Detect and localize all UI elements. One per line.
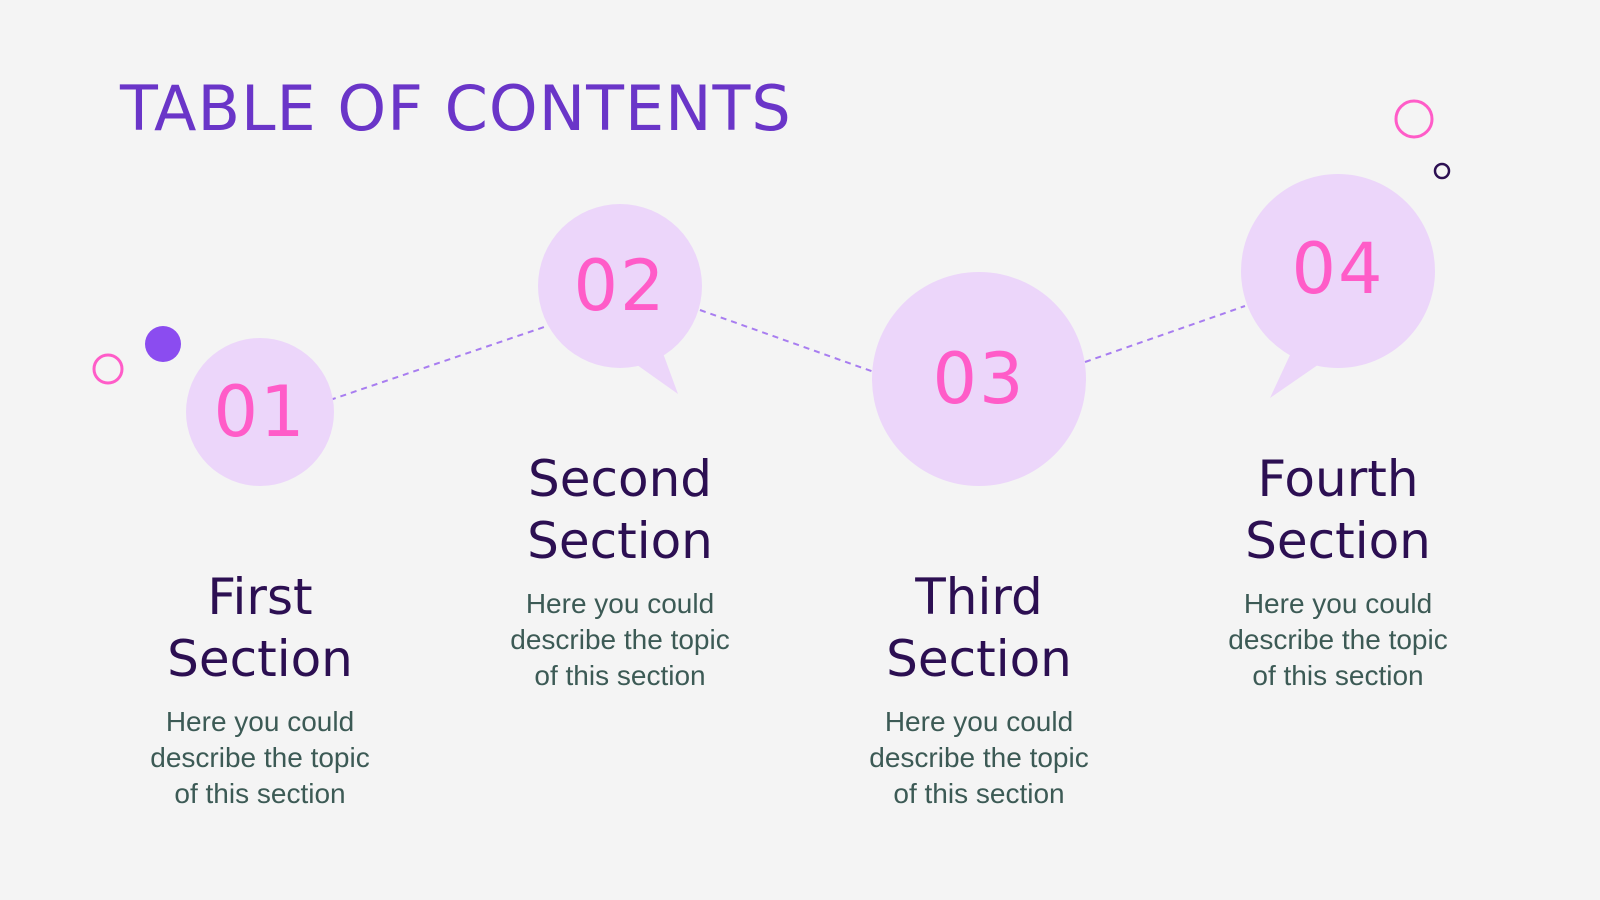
section-heading-3-line1: Third — [915, 568, 1043, 626]
section-heading-1-line1: First — [207, 568, 313, 626]
section-heading-2-line1: Second — [527, 450, 712, 508]
decor-pink-ring-right — [1394, 99, 1434, 139]
section-desc-2-line1: Here you could — [525, 588, 715, 619]
section-desc-4-line1: Here you could — [1243, 588, 1433, 619]
section-desc-2-line2: describe the topic — [510, 624, 730, 655]
bubble-1 — [186, 338, 334, 486]
section-heading-1: First Section — [110, 566, 410, 690]
bubble-4-tail — [1270, 355, 1325, 398]
section-heading-2-line2: Section — [527, 512, 713, 570]
section-desc-4-line3: of this section — [1252, 660, 1424, 691]
connector-line-2-3 — [699, 309, 875, 373]
bubble-2 — [538, 204, 702, 368]
page-title: TABLE OF CONTENTS — [120, 72, 792, 145]
section-desc-1-line1: Here you could — [165, 706, 355, 737]
section-desc-1-line3: of this section — [174, 778, 346, 809]
section-number-4: 04 — [1291, 228, 1385, 310]
section-heading-3: Third Section — [829, 566, 1129, 690]
section-desc-3-line2: describe the topic — [869, 742, 1089, 773]
connector-line-3-4 — [1084, 305, 1246, 363]
section-number-2: 02 — [573, 245, 667, 327]
section-desc-4: Here you could describe the topic of thi… — [1188, 586, 1488, 694]
section-desc-1-line2: describe the topic — [150, 742, 370, 773]
section-heading-2: Second Section — [470, 448, 770, 572]
section-heading-4-line2: Section — [1245, 512, 1431, 570]
connector-line-1-2 — [329, 324, 551, 401]
section-desc-3-line1: Here you could — [884, 706, 1074, 737]
section-desc-1: Here you could describe the topic of thi… — [110, 704, 410, 812]
decor-pink-ring-left — [92, 353, 124, 385]
decor-dark-ring — [1433, 162, 1451, 180]
section-desc-4-line2: describe the topic — [1228, 624, 1448, 655]
section-desc-2: Here you could describe the topic of thi… — [470, 586, 770, 694]
section-heading-4: Fourth Section — [1188, 448, 1488, 572]
bubble-3 — [872, 272, 1086, 486]
section-heading-3-line2: Section — [886, 630, 1072, 688]
section-desc-2-line3: of this section — [534, 660, 706, 691]
section-heading-1-line2: Section — [167, 630, 353, 688]
section-number-3: 03 — [932, 338, 1026, 420]
section-desc-3: Here you could describe the topic of thi… — [829, 704, 1129, 812]
bubble-4 — [1241, 174, 1435, 368]
section-heading-4-line1: Fourth — [1257, 450, 1419, 508]
section-number-1: 01 — [213, 371, 307, 453]
decor-purple-dot — [145, 326, 181, 362]
section-desc-3-line3: of this section — [893, 778, 1065, 809]
